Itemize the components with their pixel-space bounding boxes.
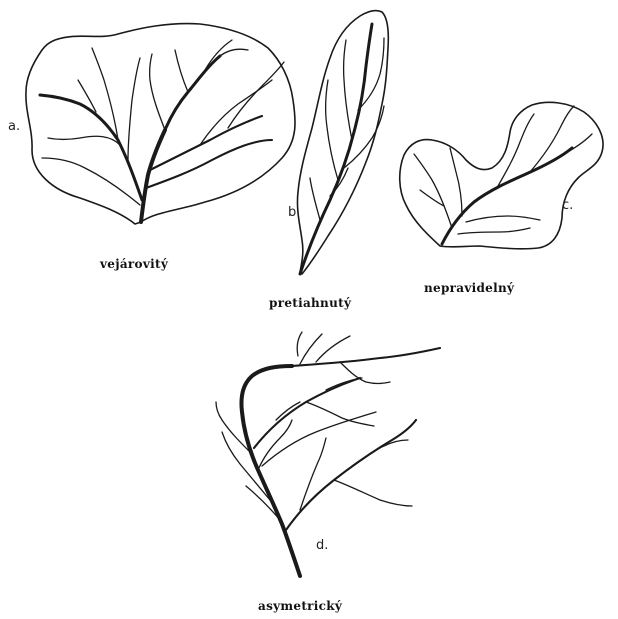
leaf-c-letter: c.	[562, 198, 573, 213]
leaf-b-elongated	[297, 11, 388, 274]
leaf-b-vein-l3	[344, 40, 352, 140]
leaf-a-outline	[26, 24, 295, 224]
leaf-d-inner-1	[258, 420, 292, 470]
leaf-a-caption: vejárovitý	[100, 257, 168, 271]
leaf-a-vein-upper-right	[200, 80, 272, 145]
leaf-a-vein-right-lower	[146, 140, 272, 188]
leaf-d-letter: d.	[316, 538, 328, 553]
leaf-b-vein-l1	[310, 178, 320, 220]
leaf-c-midrib	[442, 148, 572, 244]
leaf-b-outline	[297, 11, 388, 274]
leaf-b-caption: pretiahnutý	[269, 296, 351, 310]
leaf-c-vein-3	[498, 114, 534, 186]
leaf-a-fan-shaped	[26, 24, 295, 224]
leaf-d-main-upper	[292, 348, 440, 366]
leaf-c-vein-1	[414, 154, 452, 228]
leaf-c-irregular	[400, 102, 603, 248]
leaf-d-inner-2	[276, 402, 300, 420]
leaf-a-vein-twig3	[220, 49, 248, 56]
leaf-d-branch-mid1	[254, 378, 360, 448]
leaf-c-caption: nepravidelný	[424, 281, 514, 295]
leaf-a-vein-upper-mid	[175, 50, 188, 92]
leaf-d-lower-sub2	[352, 440, 408, 466]
leaf-a-vein-twig2	[150, 54, 165, 130]
leaf-a-vein-left-low	[42, 158, 140, 205]
leaf-a-letter: a.	[8, 119, 20, 134]
leaf-b-vein-r1	[344, 106, 384, 168]
leaf-d-branch-mid1b	[306, 402, 374, 426]
leaf-d-up-branch4	[340, 362, 390, 384]
leaf-b-vein-l2	[326, 80, 338, 180]
leaf-d-up-branch3	[297, 332, 302, 356]
leaf-a-vein-left-mid	[48, 136, 120, 145]
leaf-c-vein-6	[466, 216, 540, 222]
leaf-a-vein-upper-left	[92, 48, 118, 140]
leaf-a-vein-left	[40, 95, 142, 200]
leaf-d-up-branch2	[316, 336, 350, 362]
leaf-a-midrib	[141, 130, 165, 222]
leaf-d-lower-sub1	[334, 480, 412, 506]
leaf-b-letter: b.	[288, 205, 300, 220]
leaf-a-vein-upper-left2	[128, 58, 140, 160]
leaf-b-midrib	[300, 24, 372, 274]
leaf-a-vein-center	[165, 56, 220, 130]
leaf-c-vein-7	[458, 228, 530, 234]
leaf-d-midrib	[241, 366, 300, 576]
leaf-c-vein-2	[450, 148, 462, 216]
leaf-d-caption: asymetrický	[258, 599, 342, 613]
leaf-c-outline	[400, 102, 603, 248]
